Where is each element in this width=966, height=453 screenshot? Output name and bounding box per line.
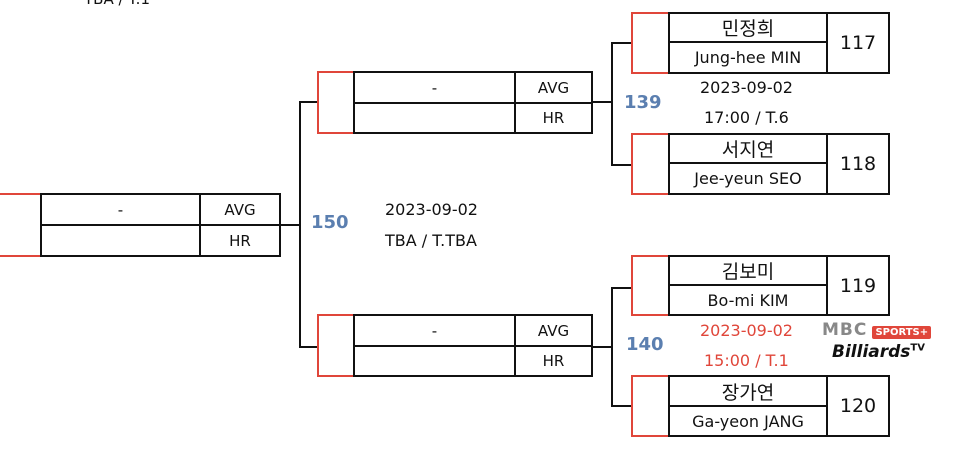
player2-english-name: Jee-yeun SEO <box>694 169 802 188</box>
connector-final-bottom-h <box>299 346 319 348</box>
player2-korean-name-cell: 서지연 <box>668 133 828 164</box>
connector-semi-bottom-v <box>611 287 613 407</box>
final-hr-label: HR <box>229 231 251 250</box>
connector-final-v <box>299 101 301 348</box>
final-date: 2023-09-02 <box>385 200 478 219</box>
broadcaster-logo: MBC SPORTS+ BilliardsTV <box>822 320 932 370</box>
player3-korean-name-cell: 김보미 <box>668 255 828 286</box>
player2-seed-cell: 118 <box>826 133 890 195</box>
player4-seed-cell: 120 <box>826 375 890 437</box>
connector-semi-bottom-h <box>593 346 613 348</box>
final-name-top: - <box>40 193 201 226</box>
player1-english-name: Jung-hee MIN <box>694 48 802 67</box>
logo-mbc-text: MBC <box>822 320 868 340</box>
semi-bottom-name-top: - <box>353 314 516 347</box>
player2-english-name-cell: Jee-yeun SEO <box>668 162 828 195</box>
player3-english-name-cell: Bo-mi KIM <box>668 284 828 316</box>
player2-seed: 118 <box>839 153 877 175</box>
semi-top-avg-cell: AVG <box>514 71 593 104</box>
semi-bottom-avg-cell: AVG <box>514 314 593 347</box>
player1-seed: 117 <box>839 32 877 54</box>
final-red-box <box>0 193 42 257</box>
player4-english-name-cell: Ga-yeon JANG <box>668 405 828 437</box>
semi-top-name-top: - <box>353 71 516 104</box>
semi-top-hr-cell: HR <box>514 102 593 134</box>
semi-bottom-dash: - <box>431 321 438 340</box>
final-dash: - <box>117 200 124 219</box>
player1-english-name-cell: Jung-hee MIN <box>668 41 828 74</box>
connector-semi-top-v <box>611 42 613 166</box>
player1-seed-cell: 117 <box>826 12 890 74</box>
final-hr-cell: HR <box>199 224 281 257</box>
player3-english-name: Bo-mi KIM <box>707 290 789 310</box>
semi-bottom-avg-label: AVG <box>537 321 570 340</box>
semi-top-red-box <box>317 71 357 134</box>
semi-top-dash: - <box>431 78 438 97</box>
semi-top-avg-label: AVG <box>537 78 570 97</box>
player2-red-box <box>631 133 671 195</box>
player3-korean-name: 김보미 <box>721 261 775 283</box>
connector-semi-top-qf2-h <box>611 164 632 166</box>
semi-top-time: 17:00 / T.6 <box>704 108 789 127</box>
logo-tv-text: TV <box>910 342 925 354</box>
logo-sports-badge: SPORTS+ <box>872 326 932 339</box>
final-time: TBA / T.TBA <box>385 231 477 250</box>
final-avg-label: AVG <box>224 200 256 219</box>
connector-semi-bottom-qf3-h <box>611 287 632 289</box>
connector-semi-top-h <box>593 101 613 103</box>
top-clipped-text: TBA / T.1 <box>84 0 150 8</box>
player3-seed: 119 <box>839 274 877 297</box>
final-match-number: 150 <box>311 212 349 233</box>
semi-bottom-time: 15:00 / T.1 <box>704 351 789 370</box>
player4-red-box <box>631 375 671 437</box>
player1-korean-name-cell: 민정희 <box>668 12 828 43</box>
semi-bottom-date: 2023-09-02 <box>700 321 793 340</box>
player1-red-box <box>631 12 671 74</box>
player4-korean-name-cell: 장가연 <box>668 375 828 407</box>
player2-korean-name: 서지연 <box>721 139 775 161</box>
connector-final-top-h <box>299 101 319 103</box>
semi-bottom-red-box <box>317 314 357 377</box>
player4-seed: 120 <box>839 395 877 417</box>
semi-bottom-hr-cell: HR <box>514 345 593 377</box>
semi-top-date: 2023-09-02 <box>700 78 793 97</box>
semi-top-name-bottom <box>353 102 516 134</box>
logo-billiards-text: Billiards <box>832 342 911 362</box>
semi-top-match-number: 139 <box>624 92 662 113</box>
semi-bottom-match-number: 140 <box>626 334 664 355</box>
semi-bottom-hr-label: HR <box>542 352 565 370</box>
connector-final-h <box>281 224 301 226</box>
player3-red-box <box>631 255 671 316</box>
player4-english-name: Ga-yeon JANG <box>692 411 804 431</box>
connector-semi-bottom-qf4-h <box>611 405 632 407</box>
player4-korean-name: 장가연 <box>721 381 775 404</box>
semi-top-hr-label: HR <box>542 109 565 127</box>
final-name-bottom <box>40 224 201 257</box>
player1-korean-name: 민정희 <box>721 18 775 40</box>
semi-bottom-name-bottom <box>353 345 516 377</box>
final-avg-cell: AVG <box>199 193 281 226</box>
player3-seed-cell: 119 <box>826 255 890 316</box>
connector-semi-top-qf1-h <box>611 42 632 44</box>
